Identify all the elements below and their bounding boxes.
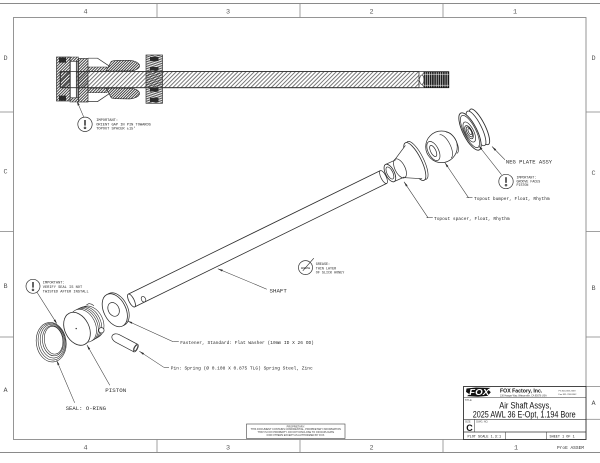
svg-text:THIN LAYER: THIN LAYER — [316, 267, 336, 271]
svg-text:1: 1 — [514, 444, 518, 452]
svg-text:FOX: FOX — [469, 387, 490, 397]
svg-text:IMPORTANT:: IMPORTANT: — [517, 176, 537, 180]
svg-text:C: C — [466, 423, 473, 433]
svg-text:TOPOUT SPACER ±15°: TOPOUT SPACER ±15° — [96, 127, 135, 132]
svg-text:B: B — [591, 285, 595, 293]
svg-text:TITLE: TITLE — [465, 399, 472, 402]
svg-text:NEG PLATE ASSY: NEG PLATE ASSY — [506, 159, 553, 166]
svg-text:IMPORTANT:: IMPORTANT: — [43, 282, 65, 286]
svg-text:VERIFY SEAL IS NOT: VERIFY SEAL IS NOT — [43, 286, 83, 290]
svg-text:GREASE: GREASE — [301, 267, 311, 270]
svg-text:Ph 800-369-7469: Ph 800-369-7469 — [559, 390, 577, 392]
svg-text:B: B — [3, 283, 7, 291]
svg-text:Topout spacer, Float, Rhythm: Topout spacer, Float, Rhythm — [434, 216, 510, 222]
svg-text:4: 4 — [83, 444, 87, 452]
svg-text:3: 3 — [226, 444, 230, 452]
svg-text:1: 1 — [513, 8, 517, 16]
svg-text:ORIENT GAP IN PIN TOWARDS: ORIENT GAP IN PIN TOWARDS — [96, 123, 151, 127]
svg-text:PISTON: PISTON — [105, 387, 126, 394]
svg-text:GREASE:: GREASE: — [316, 263, 330, 267]
svg-text:Fax 831-768-9342: Fax 831-768-9342 — [559, 394, 578, 396]
svg-text:PISTON: PISTON — [517, 183, 529, 187]
svg-text:2: 2 — [369, 8, 373, 16]
svg-text:SHAFT: SHAFT — [270, 287, 288, 294]
svg-text:2025 AWL 36 E-Opt, 1.194 Bore: 2025 AWL 36 E-Opt, 1.194 Bore — [473, 409, 576, 419]
svg-text:FOX Factory, Inc.: FOX Factory, Inc. — [500, 388, 543, 394]
svg-text:130 Hangar Way, Watsonville, C: 130 Hangar Way, Watsonville, CA 95076 US… — [500, 394, 547, 397]
svg-text:TWISTED AFTER INSTALL: TWISTED AFTER INSTALL — [43, 290, 89, 294]
svg-text:2: 2 — [369, 444, 373, 452]
svg-text:Pin: Spring (Ø 0.108 X 0.875 T: Pin: Spring (Ø 0.108 X 0.875 TLG) Spring… — [171, 364, 313, 371]
svg-text:A: A — [3, 387, 8, 395]
svg-text:OF SLICK HONEY: OF SLICK HONEY — [316, 272, 345, 276]
svg-text:DWG. NO.: DWG. NO. — [476, 420, 488, 423]
svg-text:SEAL: O-RING: SEAL: O-RING — [66, 405, 107, 412]
svg-text:ProE ASSEM: ProE ASSEM — [557, 445, 584, 451]
svg-text:D: D — [3, 55, 7, 63]
svg-text:THAT IS FOX PROPERTY. DO NOT: THAT IS FOX PROPERTY. DO NOT DISCLOSE TO… — [257, 431, 334, 434]
svg-text:C: C — [591, 170, 595, 178]
svg-text:Topout bumper, Float, Rhythm: Topout bumper, Float, Rhythm — [474, 196, 550, 202]
svg-text:D: D — [591, 55, 595, 63]
svg-text:3: 3 — [226, 8, 230, 16]
svg-text:GROOVE FACES: GROOVE FACES — [517, 179, 541, 183]
svg-text:IMPORTANT:: IMPORTANT: — [96, 119, 118, 123]
svg-text:C: C — [3, 169, 7, 177]
svg-text:4: 4 — [83, 8, 87, 16]
svg-text:SHEET 1 OF 1: SHEET 1 OF 1 — [550, 436, 575, 440]
svg-text:THIS DOCUMENT CONTAINS CONFIDE: THIS DOCUMENT CONTAINS CONFIDENTIAL, PRO… — [251, 428, 341, 431]
svg-text:PLOT SCALE 1.3:1: PLOT SCALE 1.3:1 — [468, 436, 502, 440]
svg-text:A: A — [591, 400, 596, 408]
svg-text:Air Shaft Assys,: Air Shaft Assys, — [499, 400, 551, 410]
svg-text:FOR OTHERS EXCEPT AS AUTHORIZE: FOR OTHERS EXCEPT AS AUTHORIZED BY FOX. — [267, 434, 326, 437]
svg-text:PROPRIETARY:: PROPRIETARY: — [287, 425, 306, 428]
svg-text:Fastener, Standard: Flat Washe: Fastener, Standard: Flat Washer (10mm ID… — [180, 340, 314, 346]
svg-text:SIZE: SIZE — [465, 420, 471, 423]
